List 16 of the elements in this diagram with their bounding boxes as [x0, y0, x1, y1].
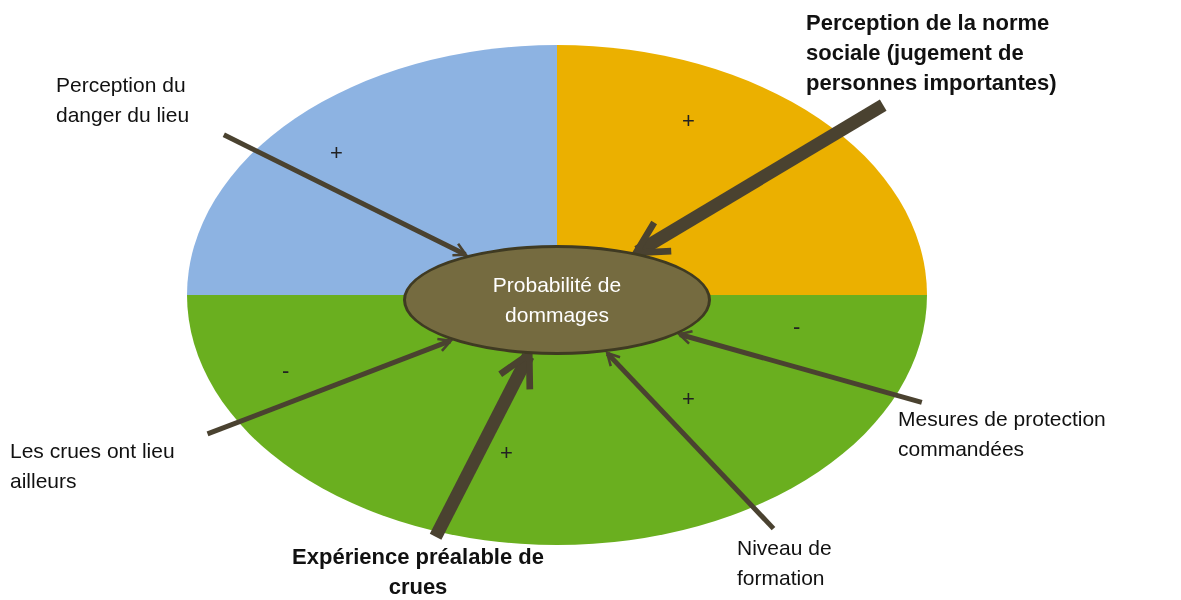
factor-label: Perception du danger du lieu — [56, 70, 256, 132]
factor-label: Expérience préalable de crues — [283, 542, 553, 600]
edge-label: + — [330, 140, 343, 166]
edge-label: + — [500, 440, 513, 466]
edge-label: - — [793, 314, 801, 340]
arrow — [632, 99, 887, 258]
arrow — [222, 132, 468, 257]
edge-label: + — [682, 108, 695, 134]
factor-label: Niveau de formation — [737, 533, 877, 595]
factor-label: Mesures de protection commandées — [898, 404, 1178, 466]
factor-label: Les crues ont lieu ailleurs — [10, 436, 232, 498]
edge-label: + — [682, 386, 695, 412]
factor-label: Perception de la norme sociale (jugement de personnes importantes) — [806, 8, 1128, 102]
node-text: Probabilité de dommages — [491, 272, 623, 328]
edge-label: - — [282, 358, 290, 384]
arrow — [206, 337, 453, 437]
